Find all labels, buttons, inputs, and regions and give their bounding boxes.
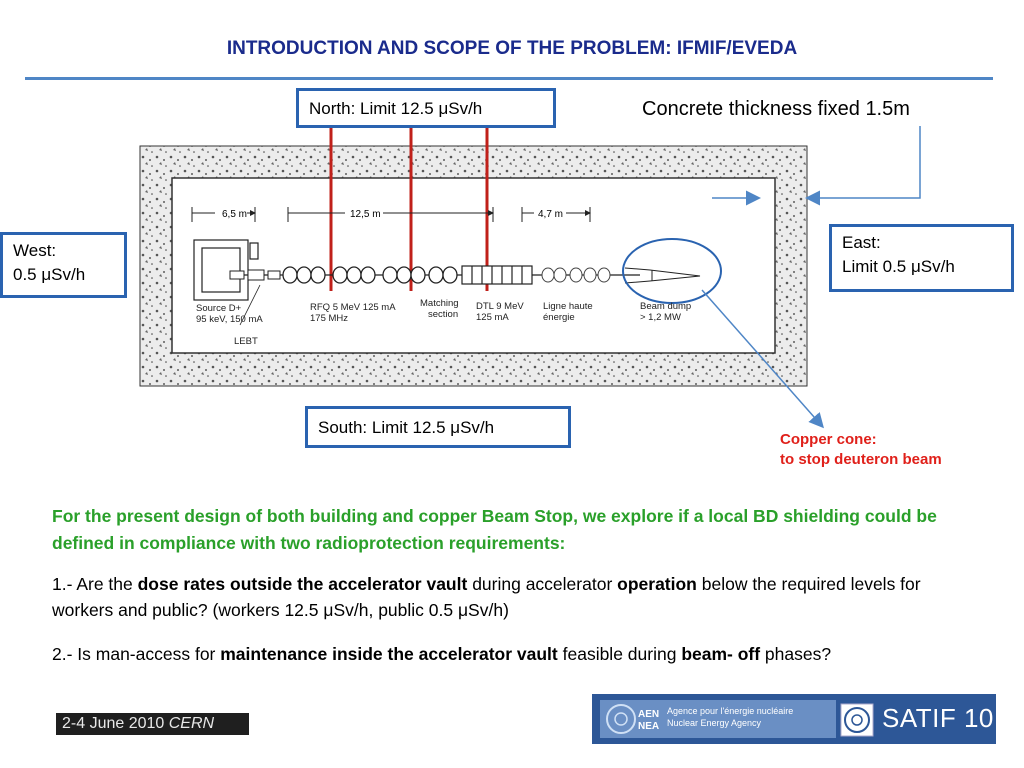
component-label: énergie <box>543 312 575 323</box>
component-label: Matching <box>420 298 459 309</box>
lebt-section <box>229 269 281 281</box>
west-label: West: <box>13 241 57 260</box>
concrete-thickness-arrow <box>805 126 921 206</box>
east-label: East: <box>842 233 881 252</box>
copper-cone-pointer <box>701 289 824 429</box>
nea-panel <box>600 700 836 738</box>
component-label: > 1,2 MW <box>640 312 681 323</box>
east-value: Limit 0.5 μSv/h <box>842 257 955 276</box>
component-label: 125 mA <box>476 312 509 323</box>
svg-text:AEN: AEN <box>638 709 659 720</box>
west-value: 0.5 μSv/h <box>13 265 86 284</box>
page-title: INTRODUCTION AND SCOPE OF THE PROBLEM: I… <box>226 38 798 59</box>
date-badge: 2-4 June 2010 CERN <box>56 713 249 735</box>
dimension-label: 4,7 m <box>538 209 563 220</box>
concrete-thickness-note: Concrete thickness fixed 1.5m <box>642 98 910 120</box>
south-limit-box: South: Limit 12.5 μSv/h <box>305 406 571 448</box>
nea-logo: AEN NEA <box>606 704 659 734</box>
copper-cone-note: Copper cone: to stop deuteron beam <box>780 430 942 470</box>
copper-cone <box>624 267 701 284</box>
dtl-section <box>461 265 533 285</box>
nea-name-fr: Agence pour l'énergie nucléaire <box>667 706 794 716</box>
cern-logo <box>840 703 874 737</box>
high-energy-line <box>541 267 611 283</box>
component-label: RFQ 5 MeV 125 mA <box>310 302 396 313</box>
component-label: DTL 9 MeV <box>476 301 524 312</box>
copper-note-line1: Copper cone: <box>780 431 877 448</box>
svg-text:NEA: NEA <box>638 721 659 732</box>
west-limit-box: West: 0.5 μSv/h <box>0 232 127 298</box>
nea-name-en: Nuclear Energy Agency <box>667 718 762 728</box>
dimension-label: 6,5 m <box>222 209 247 220</box>
beam-dump-highlight <box>622 238 722 304</box>
conference-name: SATIF 10 <box>882 703 994 733</box>
copper-note-line2: to stop deuteron beam <box>780 451 942 468</box>
requirement-2: 2.- Is man-access for maintenance inside… <box>52 644 832 664</box>
component-label: Ligne haute <box>543 301 593 312</box>
nea-text: Agence pour l'énergie nucléaire Nuclear … <box>667 705 793 729</box>
east-limit-box: East: Limit 0.5 μSv/h <box>829 224 1014 292</box>
title-divider <box>25 77 993 80</box>
component-label: Beam dump <box>640 301 691 312</box>
component-label: LEBT <box>234 336 258 347</box>
component-label: section <box>428 309 458 320</box>
component-label: 175 MHz <box>310 313 348 324</box>
north-limit-box: North: Limit 12.5 μSv/h <box>296 88 556 128</box>
dimension-label: 12,5 m <box>350 209 381 220</box>
component-label: 95 keV, 150 mA <box>196 314 263 325</box>
component-label: Source D+ <box>196 303 242 314</box>
requirement-1: 1.- Are the dose rates outside the accel… <box>52 574 921 620</box>
intro-paragraph: For the present design of both building … <box>52 506 937 553</box>
accelerator-vault-diagram: 6,5 m 12,5 m 4,7 m <box>139 126 921 429</box>
rfq-cavities <box>282 266 458 284</box>
